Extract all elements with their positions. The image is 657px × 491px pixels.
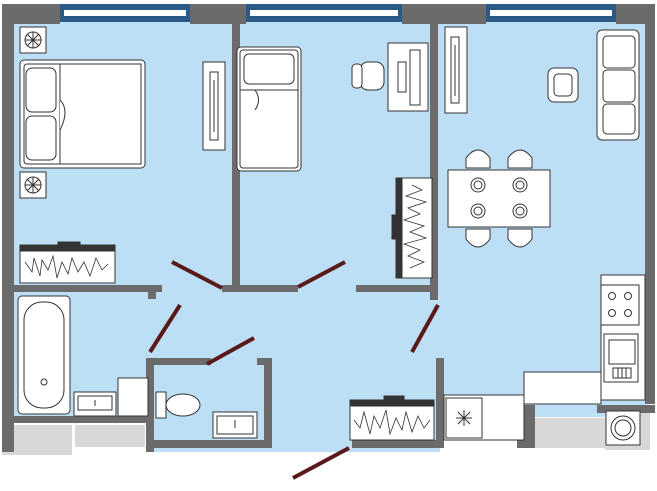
sink [603,333,639,383]
fridge [445,397,483,439]
desk [387,42,429,112]
dining-chair [507,228,533,248]
wardrobe [349,395,435,441]
window [246,4,402,22]
dining-chair [465,228,491,248]
tv-stand [444,26,468,114]
snowflake-icon [456,410,472,426]
dining-table [447,169,551,228]
tv-stand [202,61,226,151]
washing-machine [117,377,149,417]
stove-burner-icon [608,292,632,317]
window [486,4,616,22]
walls [2,4,655,452]
dining-chair [465,149,491,169]
toilet [155,391,201,419]
sofa [596,29,640,141]
wardrobe [19,241,116,284]
desk-chair [351,61,385,91]
dining-chair [507,149,533,169]
wardrobe [391,177,433,279]
stove-burner-icon [605,410,641,446]
stove [600,284,640,326]
washbasin [212,411,258,439]
window [60,4,190,22]
bathtub [17,295,71,415]
single-bed [236,46,302,172]
nightstand [19,26,47,54]
double-bed [19,59,146,169]
washbasin [73,391,117,417]
fan-icon [24,176,42,194]
doors [148,260,440,480]
coffee-table [547,67,579,103]
fan-icon [24,31,42,49]
